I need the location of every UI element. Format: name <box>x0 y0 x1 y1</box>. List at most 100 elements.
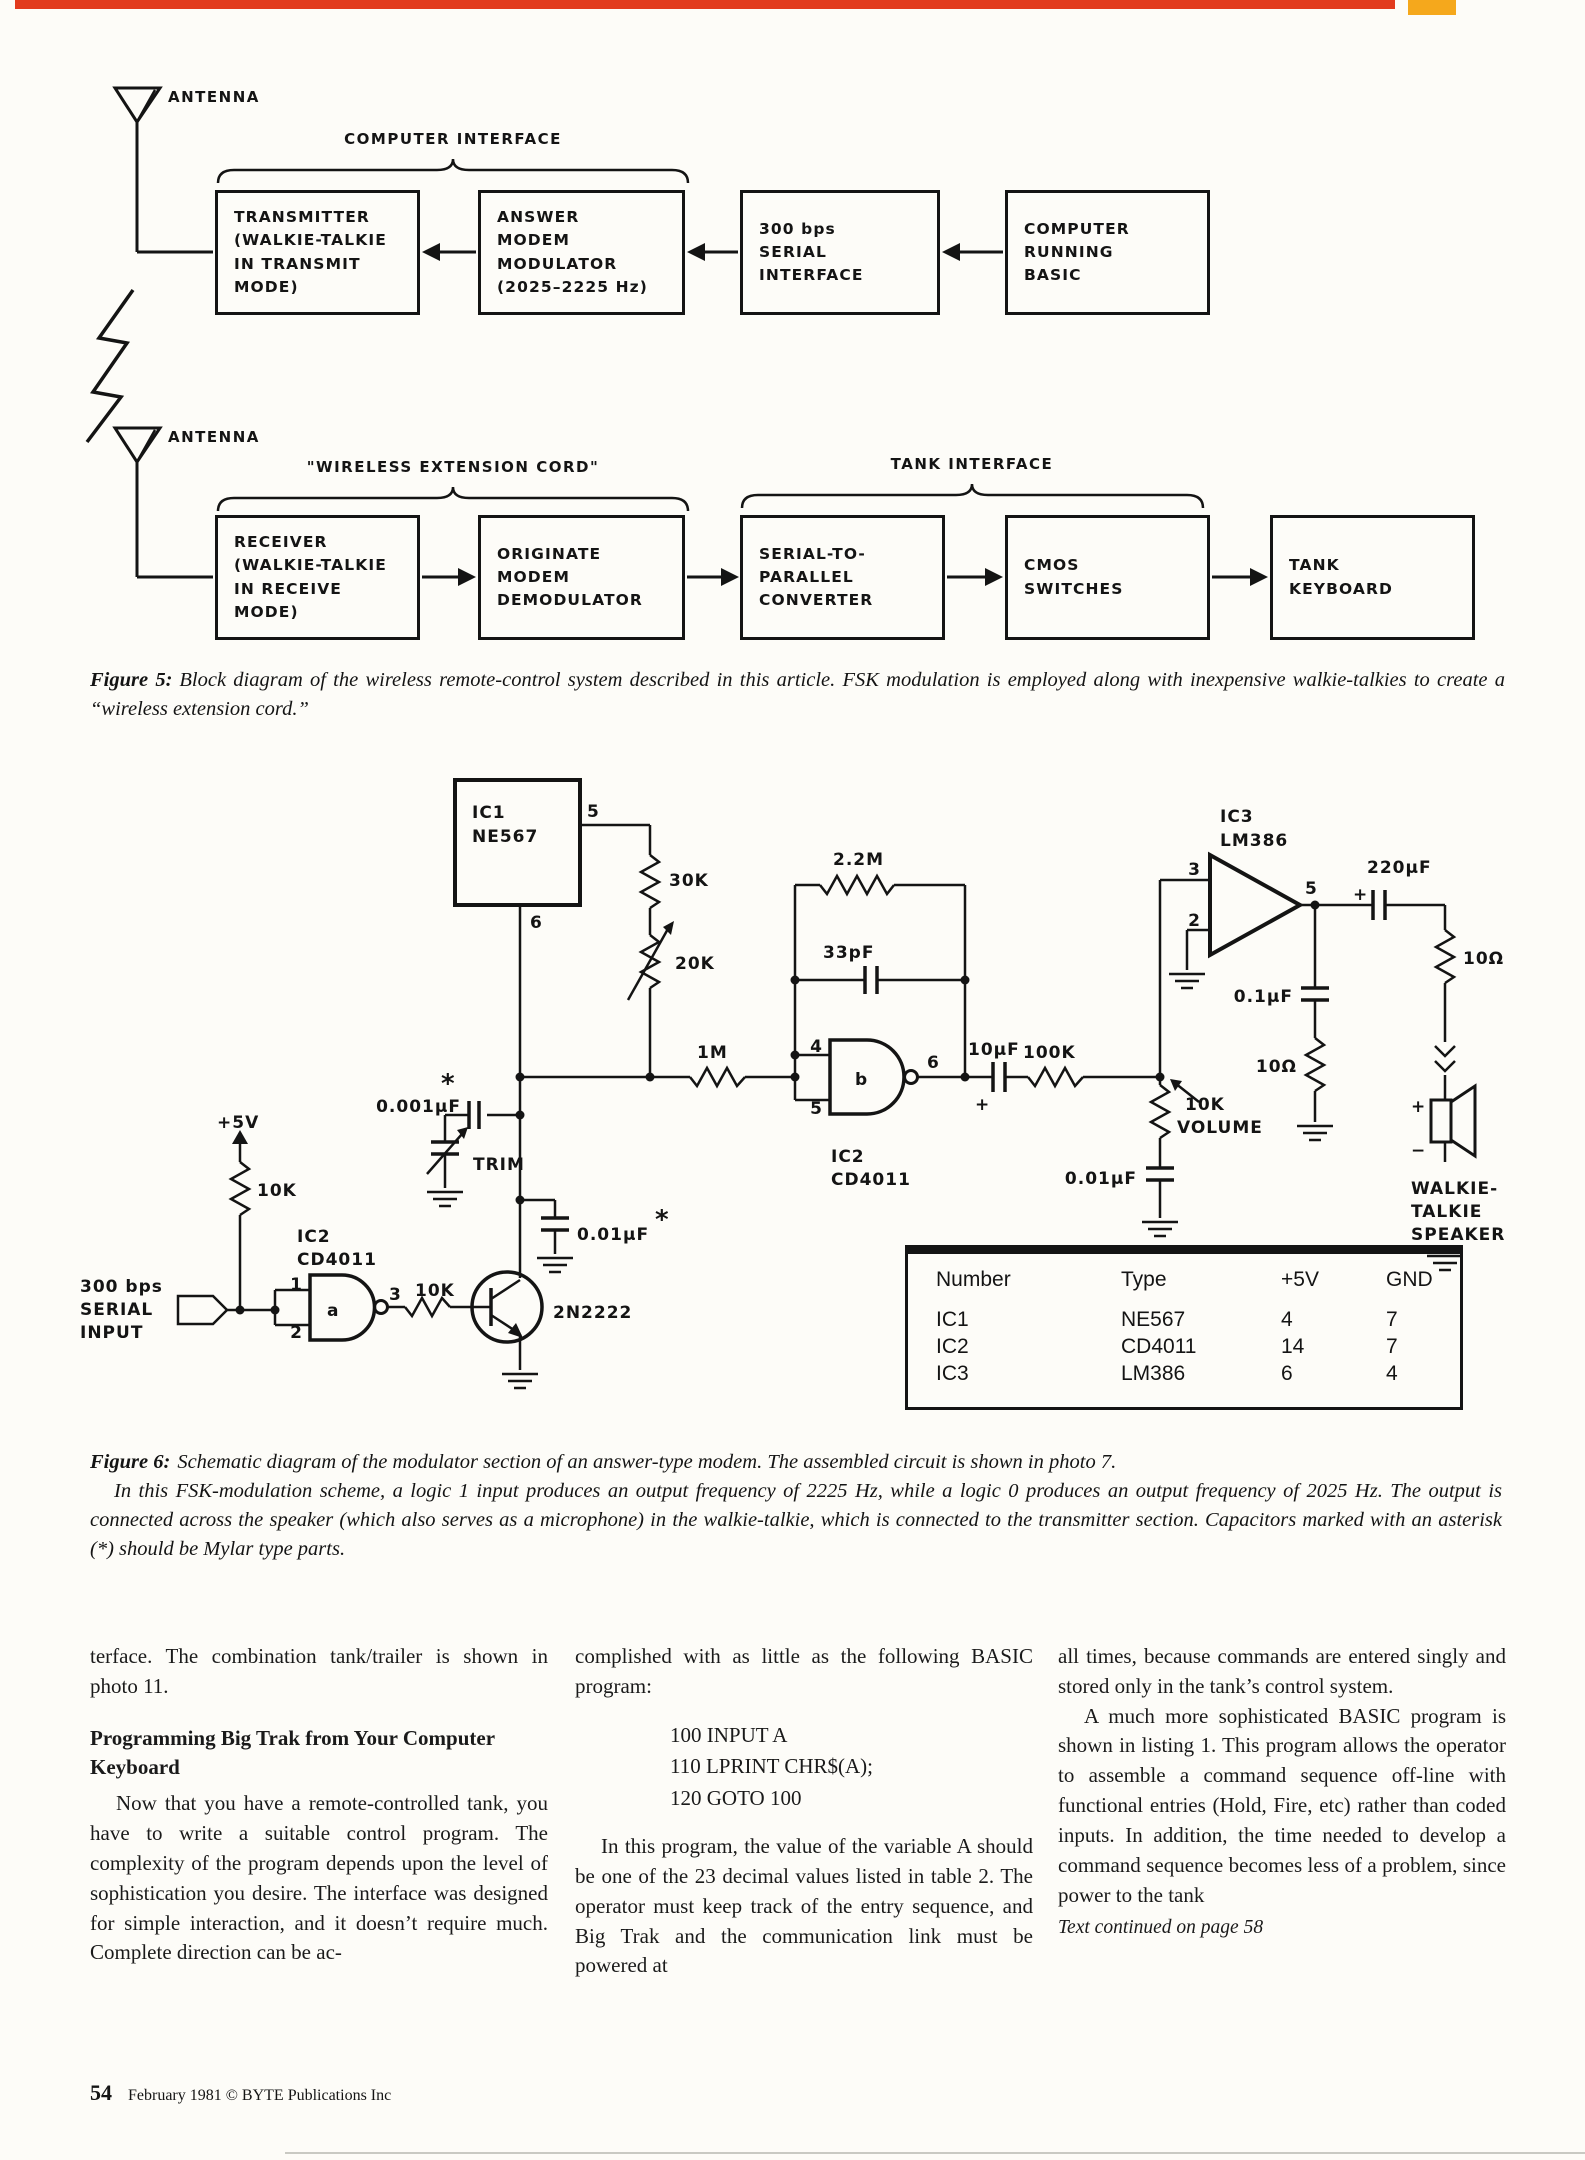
ground-icon <box>535 1256 575 1274</box>
ic3-pin3-label: 3 <box>1188 860 1201 880</box>
antenna-icon <box>112 426 213 579</box>
ic1-pin5-label: 5 <box>587 802 600 822</box>
ic2a-label: IC2 <box>297 1227 331 1247</box>
article-column-2: complished with as little as the followi… <box>575 1642 1033 1981</box>
resistor-2.2m-symbol <box>819 873 895 897</box>
figure5-caption-text: Block diagram of the wireless remote-con… <box>90 669 1505 721</box>
junction-dots <box>235 900 1320 1315</box>
ic-pin-table-header: Number Type +5V GND <box>936 1268 1460 1292</box>
antenna-label-bottom: ANTENNA <box>168 428 260 446</box>
wire <box>580 823 652 855</box>
plus5v-label: +5V <box>217 1113 259 1133</box>
radio-wave-zigzag-icon <box>85 288 135 444</box>
mylar-asterisk-2: * <box>655 1205 670 1235</box>
ic3-label: IC3 <box>1220 807 1254 827</box>
speaker-label-1: WALKIE- <box>1411 1179 1498 1199</box>
trimmer-capacitor-symbol <box>426 1127 468 1175</box>
resistor-30k-symbol <box>638 854 662 910</box>
ground-icon <box>425 1190 465 1208</box>
capacitor-0.1uf-label: 0.1μF <box>1234 987 1293 1007</box>
col-header-number: Number <box>936 1268 1011 1291</box>
serial-input-label-1: 300 bps <box>80 1277 163 1297</box>
gate-b-label: b <box>855 1070 868 1090</box>
resistor-100k-symbol <box>1027 1065 1084 1089</box>
ic1-ne567-symbol: IC1 NE567 <box>453 778 582 907</box>
figure6-caption-p2: In this FSK-modulation scheme, a logic 1… <box>90 1480 1502 1561</box>
capacitor-33pf-symbol <box>863 966 879 994</box>
figure6-schematic: IC1 NE567 5 6 30K 20K 1M 2 <box>80 778 1504 1390</box>
resistor-10ohm-a-symbol <box>1433 929 1457 985</box>
capacitor-33pf-label: 33pF <box>823 943 874 963</box>
col-header-gnd: GND <box>1386 1268 1433 1291</box>
receiver-box: RECEIVER (WALKIE-TALKIE IN RECEIVE MODE) <box>215 515 420 640</box>
capacitor-0.01uf-volume-label: 0.01μF <box>1065 1169 1137 1189</box>
paragraph: A much more sophisticated BASIC program … <box>1058 1703 1506 1907</box>
volume-pot-label: VOLUME <box>1177 1118 1263 1138</box>
brace-wireless-extension-cord <box>216 486 690 512</box>
capacitor-10uf-symbol <box>991 1062 1007 1092</box>
arrow-converter-to-cmos <box>947 568 1003 586</box>
table-row: IC2 CD4011 14 7 <box>936 1335 1398 1358</box>
ic3-pin2-label: 2 <box>1188 911 1201 931</box>
ic2b-part-label: CD4011 <box>831 1170 911 1190</box>
resistor-2.2m-label: 2.2M <box>833 850 884 870</box>
antenna-icon <box>112 86 213 254</box>
chevron-arrows-icon <box>1434 1045 1456 1073</box>
nand-gate-b-symbol <box>828 1038 919 1116</box>
serial-input-label-2: SERIAL <box>80 1300 153 1320</box>
resistor-100k-label: 100K <box>1023 1043 1076 1063</box>
speaker-plus-label: + <box>1411 1097 1426 1117</box>
ic2a-part-label: CD4011 <box>297 1250 377 1270</box>
resistor-10ohm-b-label: 10Ω <box>1256 1057 1297 1077</box>
transistor-2n2222-label: 2N2222 <box>553 1303 632 1323</box>
table-row: IC1 NE567 4 7 <box>936 1308 1398 1331</box>
ic3-opamp-symbol <box>1208 851 1305 959</box>
article-column-3: all times, because commands are entered … <box>1058 1642 1506 1942</box>
arrow-demodulator-to-converter <box>687 568 739 586</box>
ic1-part-label: NE567 <box>472 827 538 847</box>
gate-a-label: a <box>327 1301 339 1321</box>
arrow-serial-to-modulator <box>687 243 738 261</box>
cmos-switches-box: CMOS SWITCHES <box>1005 515 1210 640</box>
section-heading: Programming Big Trak from Your Computer … <box>90 1725 495 1780</box>
arrow-modulator-to-transmitter <box>422 243 476 261</box>
potentiometer-20k-symbol <box>626 921 674 1001</box>
tank-interface-label: TANK INTERFACE <box>890 455 1054 473</box>
basic-code-listing: 100 INPUT A 110 LPRINT CHR$(A); 120 GOTO… <box>670 1720 1033 1815</box>
resistor-10k-base-label: 10K <box>415 1281 455 1301</box>
col-header-type: Type <box>1121 1268 1167 1291</box>
gate-a-pin2-label: 2 <box>290 1323 303 1343</box>
speaker-minus-label: − <box>1411 1141 1426 1161</box>
paragraph: Now that you have a remote-controlled ta… <box>90 1791 548 1965</box>
wireless-extension-cord-label: "WIRELESS EXTENSION CORD" <box>306 458 600 476</box>
gate-a-pin1-label: 1 <box>290 1275 303 1295</box>
table-row: IC3 LM386 6 4 <box>936 1362 1398 1385</box>
volume-pot-value-label: 10K <box>1185 1095 1225 1115</box>
resistor-30k-label: 30K <box>669 871 709 891</box>
serial-to-parallel-converter-box: SERIAL-TO- PARALLEL CONVERTER <box>740 515 945 640</box>
potentiometer-volume-symbol <box>1148 1079 1200 1140</box>
page-top-red-bar <box>15 0 1395 9</box>
arrow-receiver-to-demodulator <box>422 568 476 586</box>
resistor-10k-base-symbol <box>404 1295 451 1319</box>
capacitor-0.01uf-symbol <box>541 1216 569 1232</box>
arrow-computer-to-serial <box>942 243 1003 261</box>
ic3-part-label: LM386 <box>1220 831 1288 851</box>
ground-icon <box>500 1372 540 1390</box>
ground-icon <box>1295 1124 1335 1142</box>
paragraph: all times, because commands are entered … <box>1058 1644 1506 1698</box>
gate-b-pin4-label: 4 <box>810 1037 823 1057</box>
resistor-20k-label: 20K <box>675 954 715 974</box>
capacitor-0.001uf-label: 0.001μF <box>376 1097 461 1117</box>
antenna-label-top: ANTENNA <box>168 88 260 106</box>
ic3-pin5-label: 5 <box>1305 879 1318 899</box>
resistor-10k-pullup-label: 10K <box>257 1181 297 1201</box>
mylar-asterisk-1: * <box>441 1069 456 1099</box>
serial-input-connector-icon <box>176 1294 229 1326</box>
supply-arrow-icon <box>232 1130 248 1162</box>
page-top-orange-mark <box>1408 0 1456 15</box>
paragra ph: terface. The combination tank/trailer is… <box>90 1644 548 1698</box>
capacitor-220uf-symbol <box>1371 890 1387 920</box>
serial-input-label-3: INPUT <box>80 1323 143 1343</box>
